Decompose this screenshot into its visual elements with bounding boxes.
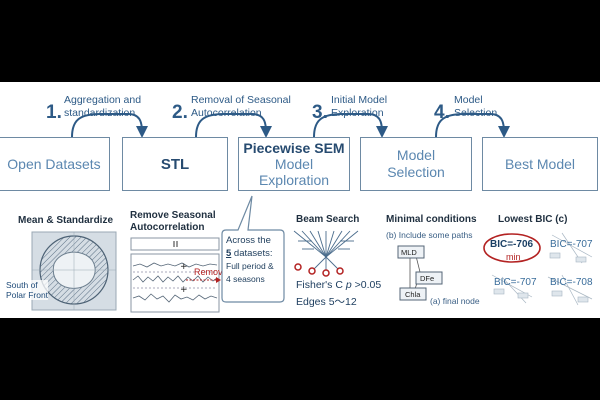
mean-heading: Mean & Standardize bbox=[18, 215, 114, 226]
step-3-label-line1: Initial Model bbox=[331, 94, 388, 106]
svg-text:+: + bbox=[180, 285, 188, 295]
seasonal-heading-line1: Remove Seasonal bbox=[130, 210, 216, 221]
step-arrows bbox=[71, 113, 510, 138]
workflow-figure: 1. Aggregation and standardization 2. Re… bbox=[0, 82, 600, 318]
open-datasets-label: Open Datasets bbox=[7, 156, 101, 172]
note-include-paths: (b) Include some paths bbox=[386, 230, 473, 240]
edges-range: Edges 5〜12 bbox=[296, 296, 357, 308]
bic-value-2: BIC=-707 bbox=[550, 239, 593, 250]
beam-search-heading: Beam Search bbox=[296, 214, 360, 225]
remove-label: Remove bbox=[194, 267, 228, 277]
model-selection-box: Model Selection bbox=[360, 137, 472, 191]
antarctica-map bbox=[31, 231, 117, 311]
bic-models-graphic bbox=[483, 232, 593, 306]
open-datasets-box: Open Datasets bbox=[0, 137, 110, 191]
callout-line3: Full period & bbox=[226, 261, 274, 271]
fisher-criterion: Fisher's C p >0.05 bbox=[296, 279, 381, 291]
arrow-2-icon bbox=[195, 113, 272, 138]
bic-value-3: BIC=-707 bbox=[494, 277, 537, 288]
sem-line2: Model bbox=[274, 156, 314, 172]
stl-box: STL bbox=[122, 137, 228, 191]
callout-line2: 5 datasets: bbox=[226, 247, 284, 260]
datasets-callout: Across the 5 datasets: Full period & 4 s… bbox=[226, 234, 284, 286]
arrow-4-icon bbox=[435, 113, 510, 138]
svg-text:+: + bbox=[180, 262, 188, 272]
map-label: South of Polar Front bbox=[6, 280, 49, 300]
callout-bubble bbox=[221, 195, 285, 303]
seasonal-heading-line2: Autocorrelation bbox=[130, 222, 205, 233]
stl-label: STL bbox=[160, 155, 190, 173]
p-threshold: >0.05 bbox=[351, 279, 382, 291]
bic-value-1: BIC=-706 bbox=[490, 239, 534, 250]
best-model-label: Best Model bbox=[504, 156, 576, 172]
piecewise-sem-box: Piecewise SEM Model Exploration bbox=[238, 137, 350, 191]
node-chla: Chla bbox=[405, 290, 421, 299]
best-model-box: Best Model bbox=[482, 137, 598, 191]
lowest-bic-heading: Lowest BIC (c) bbox=[498, 214, 568, 225]
map-label-line1: South of bbox=[6, 280, 38, 290]
step-4-label-line1: Model bbox=[454, 94, 483, 106]
min-label: min bbox=[506, 252, 521, 262]
bic-value-4: BIC=-708 bbox=[550, 277, 593, 288]
node-dfe: DFe bbox=[420, 274, 435, 283]
beam-search-tree bbox=[293, 230, 359, 277]
callout-line2-rest: datasets: bbox=[231, 248, 273, 259]
step-2-number: 2. bbox=[172, 102, 188, 123]
map-label-line2: Polar Front bbox=[6, 290, 49, 300]
p-symbol: p bbox=[345, 279, 352, 291]
datasets-count: 5 bbox=[226, 248, 232, 259]
minimal-graph bbox=[397, 245, 443, 301]
fisher-c-label: Fisher's C bbox=[296, 279, 346, 291]
node-mld: MLD bbox=[401, 248, 417, 257]
arrow-3-icon bbox=[313, 113, 388, 138]
seasonal-heading: Remove Seasonal Autocorrelation bbox=[130, 210, 216, 234]
minimal-heading: Minimal conditions bbox=[386, 214, 477, 225]
arrow-1-icon bbox=[71, 113, 148, 138]
note-final-node: (a) final node bbox=[430, 296, 480, 306]
model-selection-line1: Model bbox=[396, 147, 436, 163]
step-1-number: 1. bbox=[46, 102, 62, 123]
stl-timeseries-plot: + + bbox=[130, 237, 221, 313]
callout-line4: 4 seasons bbox=[226, 274, 265, 284]
sem-line3: Exploration bbox=[258, 172, 330, 188]
model-selection-line2: Selection bbox=[387, 164, 445, 180]
step-1-label-line1: Aggregation and bbox=[64, 94, 142, 106]
callout-line1: Across the bbox=[226, 235, 271, 246]
step-2-label-line1: Removal of Seasonal bbox=[191, 94, 291, 106]
sem-title: Piecewise SEM bbox=[243, 140, 345, 156]
